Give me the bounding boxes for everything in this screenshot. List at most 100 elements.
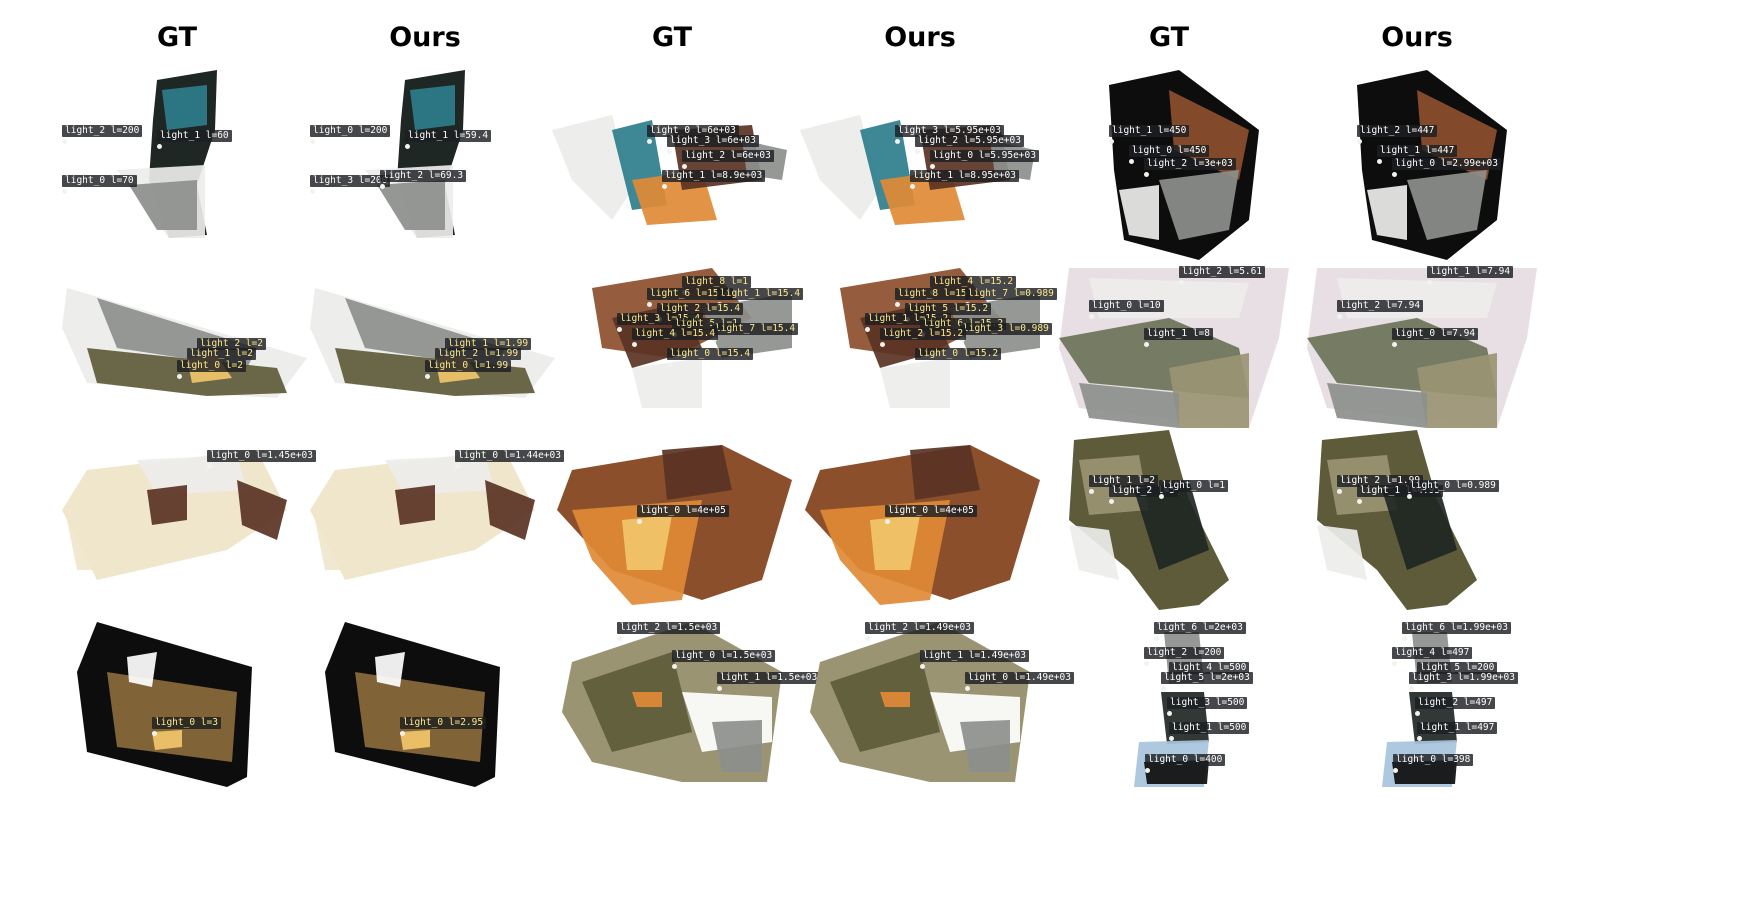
- scene-surface: [552, 115, 632, 220]
- light-source-marker: [152, 731, 157, 736]
- scene-render-r4-gt-a: light_0 l=3: [57, 612, 297, 812]
- light-label: light_0 l=450: [1129, 145, 1210, 157]
- point-cloud-image: [310, 450, 535, 580]
- point-cloud-image: [1307, 268, 1537, 428]
- light-label: light_0 l=2.99e+03: [1392, 158, 1501, 170]
- light-label: light_1 l=8: [1144, 328, 1213, 340]
- light-label: light_2 l=15.4: [657, 303, 744, 315]
- scene-surface: [237, 480, 287, 540]
- point-cloud-image: [805, 445, 1040, 605]
- light-label: light_0 l=4e+05: [885, 505, 977, 517]
- column-header-2: Ours: [389, 22, 461, 53]
- point-cloud-image: [1059, 268, 1289, 428]
- scene-surface: [1417, 353, 1497, 428]
- light-label: light_0 l=0.989: [1407, 480, 1499, 492]
- point-cloud-image: [557, 445, 792, 605]
- point-cloud-image: [1069, 430, 1229, 610]
- light-source-marker: [1377, 159, 1382, 164]
- light-label: light_6 l=1.99e+03: [1402, 622, 1511, 634]
- scene-render-r4-ours-c: light_6 l=1.99e+03 light_4 l=497 light_5 l…: [1297, 612, 1537, 812]
- scene-surface: [662, 445, 732, 500]
- light-label: light_0 l=10: [1089, 300, 1164, 312]
- light-source-marker: [617, 636, 622, 641]
- point-cloud-image: [62, 288, 307, 398]
- light-label: light_0 l=400: [1145, 754, 1226, 766]
- point-cloud-image: [117, 70, 217, 238]
- light-label: light_6 l=2e+03: [1154, 622, 1246, 634]
- light-label: light_2 l=2: [197, 338, 266, 350]
- scene-surface: [622, 515, 672, 570]
- scene-surface: [129, 180, 197, 230]
- light-label: light_0 l=398: [1393, 754, 1474, 766]
- light-label: light_4 l=497: [1392, 647, 1473, 659]
- light-label: light_4 l=15.2: [930, 276, 1017, 288]
- scene-surface: [880, 358, 950, 408]
- light-source-marker: [310, 139, 315, 144]
- light-source-marker: [1407, 494, 1412, 499]
- light-source-marker: [1159, 494, 1164, 499]
- light-label: light_2 l=1.99: [1337, 475, 1424, 487]
- scene-render-r3-gt-a: light_0 l=1.45e+03: [57, 430, 316, 630]
- light-label: light_1 l=2: [1089, 475, 1158, 487]
- light-label: light_1 l=500: [1169, 722, 1250, 734]
- light-label: light_1 l=450: [1109, 125, 1190, 137]
- light-source-marker: [915, 362, 920, 367]
- light-label: light_0 l=4e+05: [637, 505, 729, 517]
- scene-surface: [1407, 170, 1487, 240]
- scene-surface: [1169, 90, 1249, 180]
- light-label: light_2 l=1.49e+03: [865, 622, 974, 634]
- light-source-marker: [672, 664, 677, 669]
- light-label: light_2 l=497: [1415, 697, 1496, 709]
- scene-surface: [162, 85, 207, 130]
- light-source-marker: [637, 519, 642, 524]
- light-label: light_2 l=200: [1144, 647, 1225, 659]
- scene-surface: [1089, 278, 1249, 318]
- scene-surface: [632, 358, 702, 408]
- light-label: light_1 l=15.4: [717, 288, 804, 300]
- light-source-marker: [400, 731, 405, 736]
- light-label: light_0 l=200: [310, 125, 391, 137]
- light-source-marker: [965, 686, 970, 691]
- column-header-1: GT: [156, 22, 198, 53]
- light-label: light_6 l=15.4: [647, 288, 734, 300]
- light-source-marker: [885, 519, 890, 524]
- light-source-marker: [1089, 314, 1094, 319]
- light-label: light_3 l=200: [310, 175, 391, 187]
- scene-surface: [1069, 525, 1119, 580]
- scene-surface: [1159, 170, 1239, 240]
- light-source-marker: [177, 374, 182, 379]
- light-label: light_2 l=5.95e+03: [915, 135, 1024, 147]
- light-source-marker: [1144, 172, 1149, 177]
- light-label: light_0 l=2: [177, 360, 246, 372]
- light-label: light_2 l=69.3: [380, 170, 467, 182]
- scene-surface: [377, 180, 445, 230]
- light-source-marker: [895, 139, 900, 144]
- light-label: light_5 l=200: [1417, 662, 1498, 674]
- scene-render-r3-ours-a: light_0 l=1.44e+03: [305, 430, 564, 630]
- light-label: light_2 l=1.5e+03: [617, 622, 721, 634]
- scene-surface: [87, 348, 287, 396]
- light-source-marker: [1145, 768, 1150, 773]
- light-source-marker: [62, 139, 67, 144]
- scene-surface: [1169, 353, 1249, 428]
- light-source-marker: [1144, 661, 1149, 666]
- light-label: light_1 l=2: [187, 348, 256, 360]
- light-source-marker: [380, 184, 385, 189]
- light-source-marker: [667, 362, 672, 367]
- scene-surface: [1119, 185, 1159, 240]
- column-header-6: Ours: [1381, 22, 1453, 53]
- light-source-marker: [1417, 736, 1422, 741]
- scene-surface: [712, 720, 762, 772]
- point-cloud-image: [1357, 70, 1507, 260]
